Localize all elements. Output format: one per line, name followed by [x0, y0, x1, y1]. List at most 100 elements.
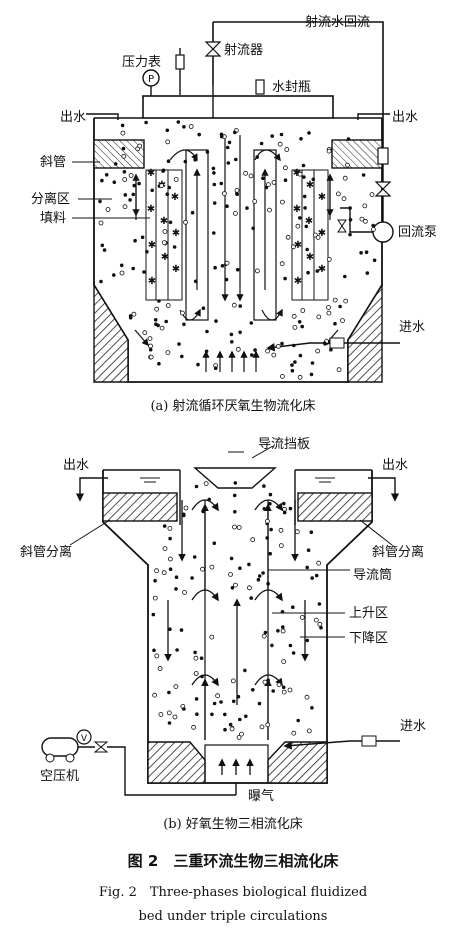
particle [154, 306, 160, 312]
particle [348, 217, 353, 222]
packing-star-icon: ✱ [172, 264, 180, 275]
particle [370, 226, 376, 232]
particle [255, 155, 260, 159]
particle [121, 153, 127, 159]
packing-star-icon: ✱ [294, 276, 302, 287]
cone-right [347, 282, 383, 383]
particle [341, 196, 347, 202]
particle [142, 330, 148, 336]
label-ejector: 射流器 [224, 42, 263, 58]
label-water-seal: 水封瓶 [272, 80, 311, 95]
particle [256, 577, 261, 582]
ejector-valve-icon [204, 41, 222, 57]
particle [302, 175, 306, 179]
particle [113, 162, 118, 166]
particle [253, 348, 257, 352]
particle [112, 180, 117, 185]
particle [225, 145, 230, 150]
particle [326, 305, 331, 310]
particle [297, 374, 303, 380]
particle [182, 125, 186, 129]
particle [305, 638, 310, 643]
particle [243, 668, 247, 673]
particle [153, 578, 157, 583]
gauge-letter-v: V [81, 734, 88, 744]
particle [259, 724, 265, 730]
particle [167, 721, 172, 725]
particle [310, 576, 315, 580]
particle [165, 139, 171, 145]
particle [145, 249, 149, 254]
particle [238, 330, 242, 335]
particle [304, 694, 310, 700]
particle [251, 687, 255, 692]
packing-star-icon: ✱ [318, 228, 326, 239]
particle [182, 707, 186, 711]
particle [159, 325, 165, 331]
particle [229, 556, 234, 561]
particle [280, 628, 286, 634]
flow-arrows-b [164, 499, 309, 775]
particle [192, 555, 197, 559]
figure-title-en-1: Fig. 2 Three-phases biological fluidized [99, 885, 367, 900]
particle [291, 651, 296, 655]
particle [299, 615, 305, 620]
particle [326, 148, 332, 154]
label-leaders-b [69, 519, 393, 638]
cone-left-b [147, 741, 206, 784]
particle [140, 235, 145, 240]
packing-star-icon: ✱ [318, 192, 326, 203]
inlet-pipe-a [266, 342, 400, 352]
label-downcomer: 下降区 [349, 631, 388, 646]
particle [182, 513, 186, 518]
particle [162, 546, 168, 551]
particle [132, 183, 137, 188]
valve-gauge-icon [76, 729, 92, 745]
particle [292, 324, 298, 330]
label-riser: 上升区 [349, 606, 388, 621]
packing-star-icon: ✱ [148, 276, 156, 287]
particle [166, 159, 171, 164]
particle [249, 596, 254, 600]
particle [300, 324, 305, 329]
particle [168, 567, 173, 571]
particles-b [151, 481, 323, 740]
label-inlet-a: 进水 [399, 320, 425, 335]
particle [336, 367, 342, 373]
particle [213, 265, 217, 270]
particle [166, 710, 172, 716]
diagram-b: V 导流挡板 出水 出水 斜管分离 斜管分离 导流筒 上升区 下降区 进水 空压… [20, 437, 426, 832]
particle [263, 630, 268, 635]
label-compressor: 空压机 [40, 769, 79, 784]
particle [212, 541, 217, 545]
particle [137, 181, 141, 186]
particle [205, 150, 210, 154]
packing-star-icon: ✱ [147, 204, 155, 215]
particle [148, 343, 153, 349]
particle [165, 303, 171, 308]
particle [152, 595, 158, 601]
particle [290, 605, 295, 609]
particle [165, 192, 170, 197]
particle [295, 223, 301, 229]
particle [232, 210, 238, 216]
particle [214, 319, 218, 323]
particle [152, 692, 158, 698]
particle [230, 585, 235, 590]
particle [123, 193, 128, 197]
particle [244, 714, 248, 719]
particle [232, 582, 238, 588]
particle [300, 308, 306, 313]
particle [238, 566, 242, 570]
particle [262, 506, 267, 511]
particle [100, 178, 104, 183]
packing-star-icon: ✱ [171, 192, 179, 203]
packing-star-icon: ✱ [160, 216, 168, 227]
particle [133, 238, 137, 243]
particle [252, 198, 258, 204]
particle [183, 505, 189, 511]
packing-star-icon: ✱ [305, 216, 313, 227]
particle [179, 628, 184, 632]
particle [304, 224, 309, 229]
particle [238, 717, 242, 722]
